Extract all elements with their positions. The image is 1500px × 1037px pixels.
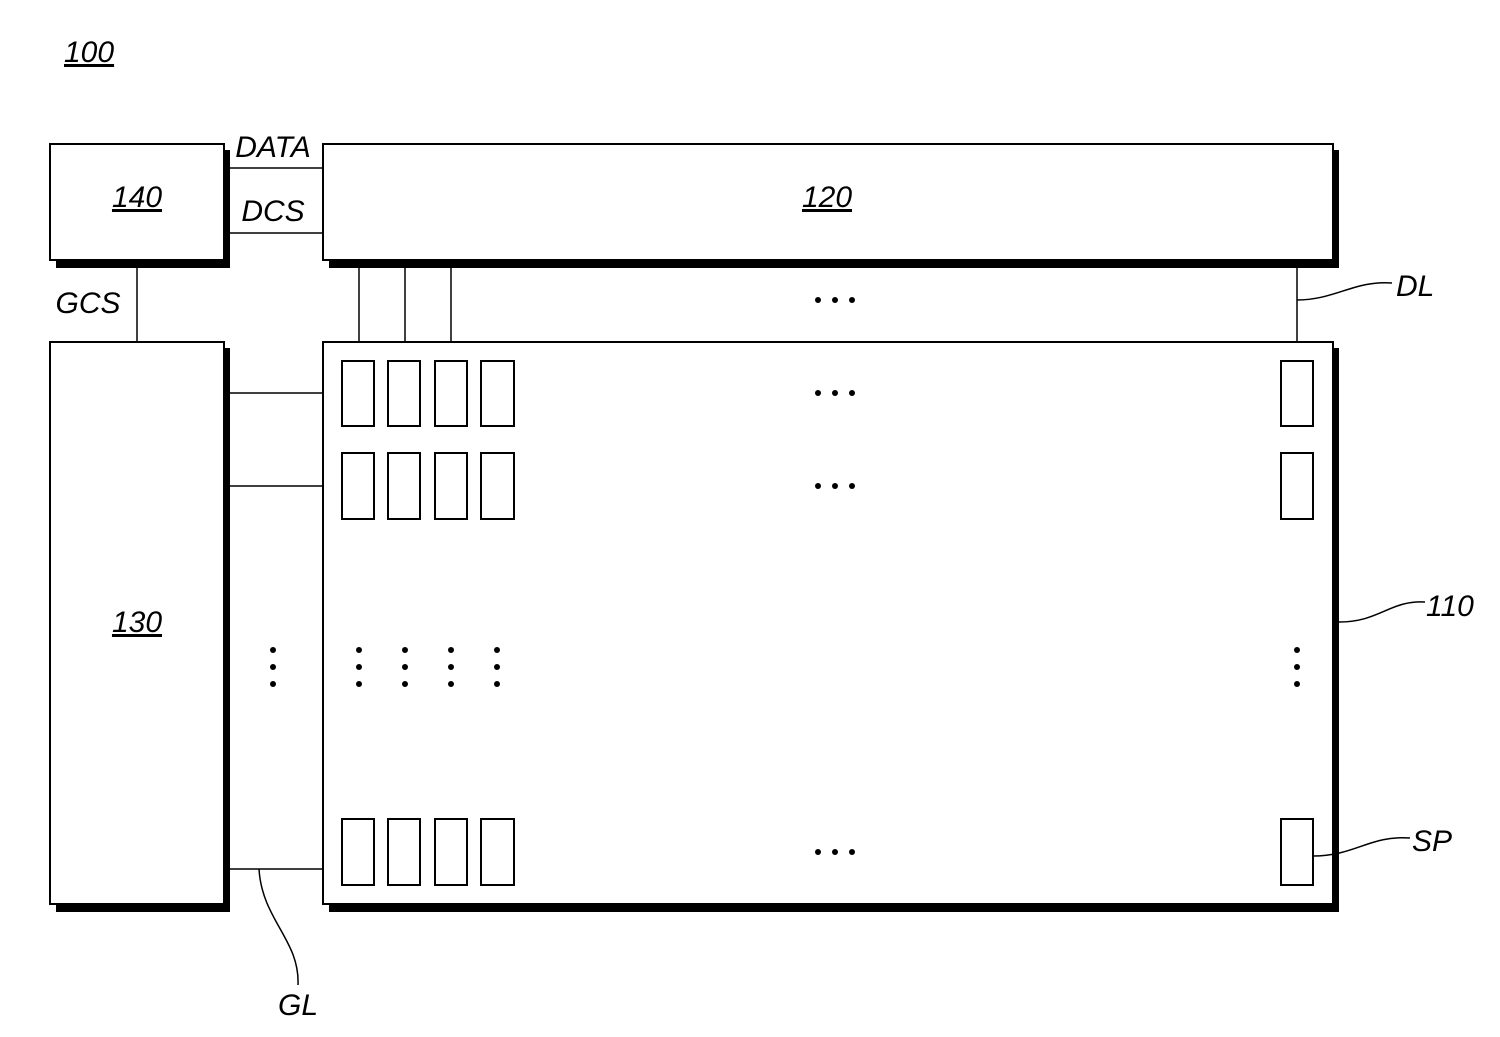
data-line-label: DL — [1396, 270, 1434, 303]
subpixel — [388, 819, 420, 885]
subpixel — [342, 819, 374, 885]
subpixel — [435, 819, 467, 885]
subpixel — [388, 361, 420, 426]
dcs-signal-label: DCS — [241, 195, 304, 228]
gate-line-label: GL — [278, 989, 318, 1022]
display-panel-block — [323, 342, 1339, 912]
subpixel — [481, 453, 514, 519]
data-driver-label: 120 — [802, 181, 852, 214]
subpixel — [435, 361, 467, 426]
data-signal-label: DATA — [235, 131, 311, 164]
figure-reference-label: 100 — [64, 36, 114, 69]
gate-lines — [230, 393, 323, 869]
controller-block: 140 — [50, 144, 230, 268]
controller-label: 140 — [112, 181, 162, 214]
subpixel — [1281, 819, 1313, 885]
data-lines-ellipsis — [815, 297, 855, 303]
subpixel — [342, 453, 374, 519]
gate-lines-ellipsis — [270, 647, 276, 687]
subpixel — [1281, 361, 1313, 426]
data-lines — [359, 268, 1297, 342]
gate-line-leader — [259, 869, 298, 985]
subpixel — [435, 453, 467, 519]
subpixel — [342, 361, 374, 426]
subpixel — [481, 361, 514, 426]
gate-driver-block: 130 — [50, 342, 230, 912]
data-line-leader — [1297, 283, 1392, 300]
data-driver-block: 120 — [323, 144, 1339, 268]
subpixel — [481, 819, 514, 885]
gcs-signal-label: GCS — [55, 287, 120, 320]
panel-leader — [1339, 602, 1425, 622]
gate-driver-label: 130 — [112, 606, 162, 639]
subpixel — [388, 453, 420, 519]
subpixel — [1281, 453, 1313, 519]
display-panel-label: 110 — [1426, 590, 1474, 623]
subpixel-label: SP — [1412, 825, 1452, 858]
